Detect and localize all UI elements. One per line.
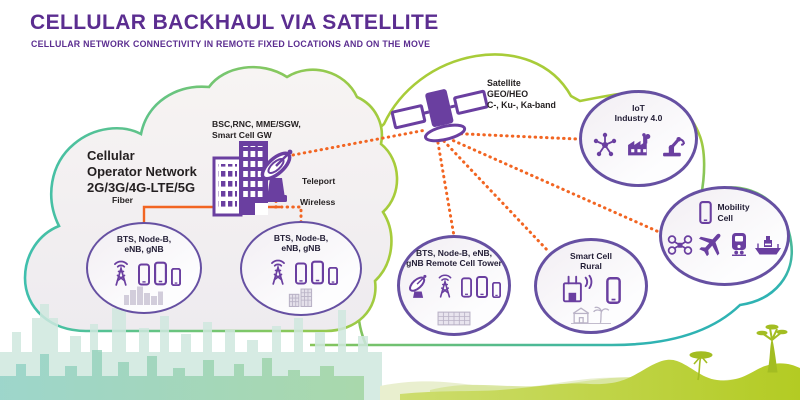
site-bts-urban-2: BTS, Node-B,eNB, gNB (240, 221, 362, 316)
operator-network-label: Cellular Operator Network 2G/3G/4G-LTE/5… (87, 148, 197, 195)
teleport-label: Teleport (302, 176, 336, 186)
site-remote-cell-tower: BTS, Node-B, eNB,gNB Remote Cell Tower (397, 235, 511, 336)
teleport-dish-icon (260, 149, 293, 202)
site-label: BTS, Node-B,eNB, gNB (273, 233, 329, 254)
smartphone-icon (153, 261, 167, 286)
site-label: BTS, Node-B, eNB,gNB Remote Cell Tower (406, 248, 502, 269)
page-subtitle: CELLULAR NETWORK CONNECTIVITY IN REMOTE … (31, 39, 431, 49)
factory-icon (627, 133, 650, 156)
small-buildings-icon (288, 288, 313, 307)
site-label: BTS, Node-B,eNB, gNB (116, 234, 172, 255)
smartphone-icon (310, 260, 324, 285)
satellite-label: Satellite GEO/HEO C-, Ku-, Ka-band (487, 78, 556, 110)
uplink-teleport-satellite (291, 128, 428, 157)
wireless-link-label: Wireless (300, 197, 336, 207)
downlink-remote (435, 135, 456, 238)
page-title: CELLULAR BACKHAUL VIA SATELLITE (30, 11, 439, 34)
smartphone-icon (476, 276, 488, 299)
baobab-tree-icon (756, 324, 788, 373)
robot-arm-icon (662, 136, 685, 157)
office-building-icon (212, 141, 268, 217)
cell-tower-icon (270, 259, 285, 285)
iot-network-icon (593, 132, 616, 157)
smartphone-icon (606, 277, 621, 305)
small-cell-icon (562, 274, 593, 303)
airplane-icon (699, 233, 721, 256)
wireless-link-line (274, 199, 303, 226)
satellite-icon (390, 89, 489, 143)
train-icon (732, 233, 746, 256)
drone-icon (667, 235, 693, 255)
smartphone-icon (699, 201, 713, 224)
ship-icon (755, 236, 781, 255)
acacia-tree-icon (689, 351, 713, 381)
downlink-mobility (441, 134, 661, 234)
cell-tower-icon (113, 260, 128, 286)
cell-tower-icon (438, 274, 452, 298)
city-skyline-silhouette (0, 300, 382, 400)
downlink-iot (442, 131, 579, 141)
rural-house-palm-icon (571, 306, 611, 324)
city-skyline-icon (124, 286, 163, 305)
site-bts-urban-1: BTS, Node-B,eNB, gNB (86, 222, 202, 314)
smartphone-icon (461, 277, 472, 298)
savanna-landscape (380, 324, 800, 400)
smartphone-icon (327, 267, 338, 286)
satellite-dish-icon (409, 274, 427, 298)
core-network-label: BSC,RNC, MME/SGW, Smart Cell GW (212, 119, 301, 140)
smartphone-icon (137, 263, 150, 286)
smartphone-icon (170, 268, 181, 287)
low-rise-building-icon (437, 311, 471, 326)
smartphone-icon (492, 282, 501, 299)
smartphone-icon (294, 262, 307, 285)
downlink-rural (438, 135, 551, 254)
fiber-link-label: Fiber (112, 195, 134, 205)
